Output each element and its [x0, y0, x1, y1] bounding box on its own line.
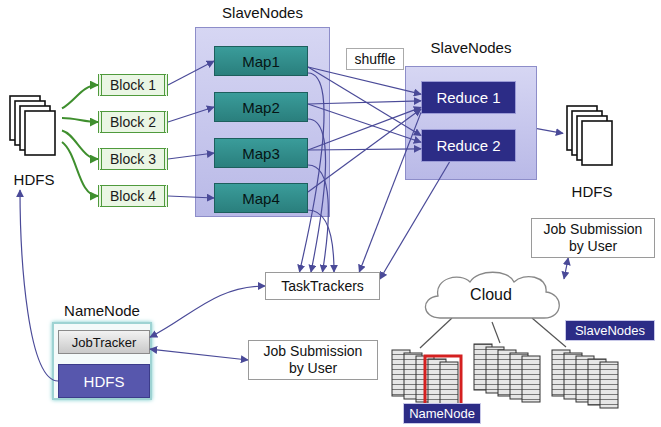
node-label: Reduce 1 — [436, 89, 500, 106]
cloud-link — [420, 318, 452, 348]
document-stack — [6, 94, 62, 164]
submission-box: Job Submission by User — [531, 218, 655, 258]
cloud-link — [532, 318, 566, 347]
hdfs-box: HDFS — [58, 364, 150, 398]
namenode-panel: NameNodeJobTrackerHDFS — [52, 322, 152, 400]
tracker-box: TaskTrackers — [265, 272, 380, 300]
node-label: JobTracker — [72, 335, 137, 350]
cloud-link — [492, 322, 500, 343]
cloud-shape: Cloud — [418, 268, 564, 322]
node-label: Reduce 2 — [436, 137, 500, 154]
server-tower — [522, 356, 540, 402]
node-label: Map3 — [242, 145, 280, 162]
shuffle-tag: shuffle — [346, 48, 404, 70]
node-label: Block 4 — [110, 188, 156, 204]
cluster-panel: SlaveNodesMap1Map2Map3Map4 — [195, 27, 330, 217]
node-label: HDFS — [84, 373, 125, 390]
map-task: Map3 — [214, 138, 308, 168]
data-block: Block 2 — [98, 111, 168, 133]
flow-arrow — [150, 349, 248, 360]
node-label: Map2 — [242, 99, 280, 116]
server-tower — [440, 362, 458, 408]
node-label: HDFS — [6, 171, 62, 188]
node-label: Block 2 — [110, 114, 156, 130]
storage-icon: HDFS — [6, 94, 62, 190]
block-split-arrow — [62, 131, 98, 160]
cloud-link — [420, 318, 566, 348]
node-tag: SlaveNodes — [565, 320, 655, 341]
node-label: Block 1 — [110, 77, 156, 93]
data-block: Block 1 — [98, 74, 168, 96]
flow-arrow — [359, 112, 421, 272]
map-task: Map4 — [214, 183, 308, 213]
document-page — [25, 111, 55, 155]
flow-arrow — [150, 286, 265, 337]
reduce-task: Reduce 1 — [421, 81, 516, 114]
jobtracker-box: JobTracker — [58, 330, 150, 354]
data-block: Block 3 — [98, 148, 168, 170]
cloud-outline — [425, 272, 559, 318]
block-split-arrow — [62, 85, 98, 108]
storage-icon: HDFS — [563, 104, 621, 202]
server-tower — [600, 362, 618, 408]
document-stack — [563, 104, 619, 174]
submission-box: Job Submission by User — [248, 340, 378, 380]
panel-heading: SlaveNodes — [431, 39, 512, 56]
flow-arrow — [564, 258, 568, 279]
server-rack — [552, 350, 618, 408]
flow-arrow — [537, 129, 563, 134]
reduce-task: Reduce 2 — [421, 129, 516, 162]
node-label: NameNode — [409, 406, 475, 421]
node-tag: NameNode — [403, 403, 481, 424]
node-label: Cloud — [470, 286, 512, 304]
node-label: Block 3 — [110, 151, 156, 167]
map-task: Map2 — [214, 92, 308, 122]
node-label: Job Submission by User — [255, 343, 371, 377]
server-rack — [474, 344, 540, 402]
panel-heading: NameNode — [64, 302, 140, 319]
block-split-arrow — [62, 142, 98, 196]
data-block: Block 4 — [98, 185, 168, 207]
node-label: HDFS — [563, 183, 621, 200]
node-label: Map1 — [242, 53, 280, 70]
flow-arrow — [308, 210, 334, 272]
cluster-panel: SlaveNodesReduce 1Reduce 2 — [405, 66, 537, 180]
node-label: SlaveNodes — [575, 323, 645, 338]
node-label: Job Submission by User — [538, 221, 648, 255]
node-label: shuffle — [355, 51, 396, 67]
document-page — [582, 121, 612, 165]
panel-heading: SlaveNodes — [222, 4, 303, 21]
namenode-highlight — [425, 356, 461, 406]
block-split-arrow — [62, 118, 98, 122]
node-label: Map4 — [242, 190, 280, 207]
node-label: TaskTrackers — [281, 278, 364, 295]
map-task: Map1 — [214, 46, 308, 76]
